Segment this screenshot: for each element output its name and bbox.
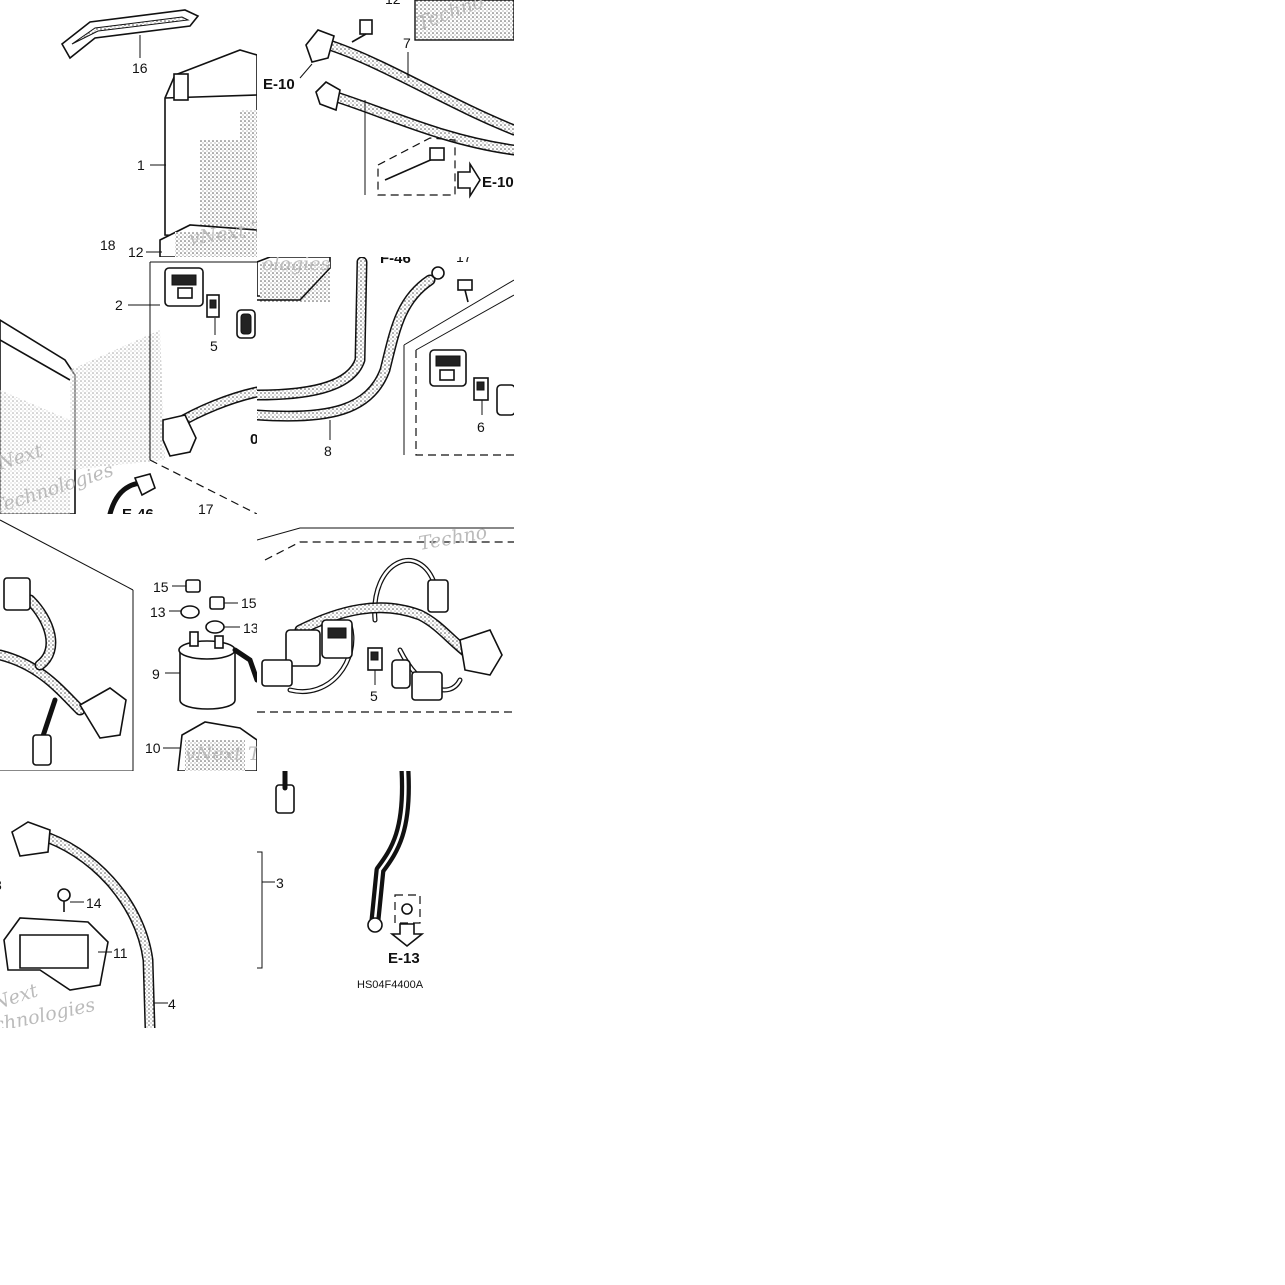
ref-e-13: E-13 bbox=[388, 950, 420, 967]
callout-13: 13 bbox=[150, 604, 166, 620]
callout-13b: 13 bbox=[243, 620, 259, 636]
fuse-box bbox=[285, 619, 353, 667]
tile-battery: 16 1 FR. 18 12 vNext Tec bbox=[60, 9, 316, 260]
tile-positive-cable: ologies 8 F-46 17 6 bbox=[257, 249, 514, 459]
bolt bbox=[351, 19, 373, 43]
screw bbox=[57, 888, 71, 912]
callout-4: 4 bbox=[168, 996, 176, 1012]
tile-harness: Techno 5 bbox=[257, 521, 514, 713]
callout-11: 11 bbox=[113, 945, 128, 961]
callout-5: 5 bbox=[210, 338, 218, 354]
watermark-text: Techno bbox=[417, 521, 489, 555]
callout-2: 2 bbox=[115, 297, 123, 313]
callout-6: 6 bbox=[477, 419, 485, 435]
callout-8: 8 bbox=[324, 443, 332, 459]
nut bbox=[185, 579, 201, 593]
tile-relay-cover: 4 3 14 11 Next chnologies bbox=[0, 821, 176, 1028]
front-direction-arrow bbox=[262, 193, 306, 217]
callout-1: 1 bbox=[137, 157, 145, 173]
watermark-text: ologies bbox=[262, 253, 330, 275]
callout-7: 7 bbox=[403, 35, 411, 51]
callout-3: 3 bbox=[276, 875, 284, 891]
callout-9: 9 bbox=[152, 666, 160, 682]
tile-fuse-box: Next Technologies 2 5 0 E-46 17 bbox=[0, 261, 258, 523]
tile-starter-relay: 15 13 15 13 9 10 vNext Te bbox=[0, 519, 270, 771]
fuse bbox=[206, 294, 220, 318]
ref-f-46: F-46 bbox=[380, 250, 411, 267]
relay-cover bbox=[177, 721, 257, 771]
fuse bbox=[367, 647, 383, 671]
ref-e-10: E-10 bbox=[263, 76, 295, 93]
callout-5: 5 bbox=[370, 688, 378, 704]
callout-17: 17 bbox=[198, 501, 214, 517]
starter-relay bbox=[178, 631, 257, 710]
tile-ground-cable: 3 E-13 HS04F4400A bbox=[257, 771, 425, 991]
callout-10: 10 bbox=[145, 740, 161, 756]
callout-15: 15 bbox=[153, 579, 169, 595]
ref-e-10-bolt: E-10 bbox=[482, 174, 514, 191]
front-direction-label: FR. bbox=[292, 183, 316, 200]
callout-3-fragment: 3 bbox=[0, 877, 2, 893]
callout-14: 14 bbox=[86, 895, 102, 911]
diagram-code: HS04F4400A bbox=[357, 979, 424, 991]
battery-band bbox=[60, 9, 200, 60]
fuse-box bbox=[164, 267, 204, 307]
callout-16: 16 bbox=[132, 60, 148, 76]
relay-cover-bracket bbox=[3, 917, 109, 991]
watermark-text: vNext Te bbox=[185, 743, 270, 765]
callout-12: 12 bbox=[385, 0, 401, 7]
callout-17: 17 bbox=[456, 249, 472, 265]
fuse-box bbox=[429, 349, 467, 387]
ref-e-46: E-46 bbox=[122, 506, 154, 523]
callout-18: 18 bbox=[100, 237, 116, 253]
tile-negative-cable: Techno 12 7 E-10 E-10 bbox=[263, 0, 514, 199]
ref-fragment: 0 bbox=[250, 431, 258, 448]
callout-15b: 15 bbox=[241, 595, 257, 611]
callout-12: 12 bbox=[128, 244, 144, 260]
fuse bbox=[473, 377, 489, 401]
battery bbox=[164, 49, 257, 241]
